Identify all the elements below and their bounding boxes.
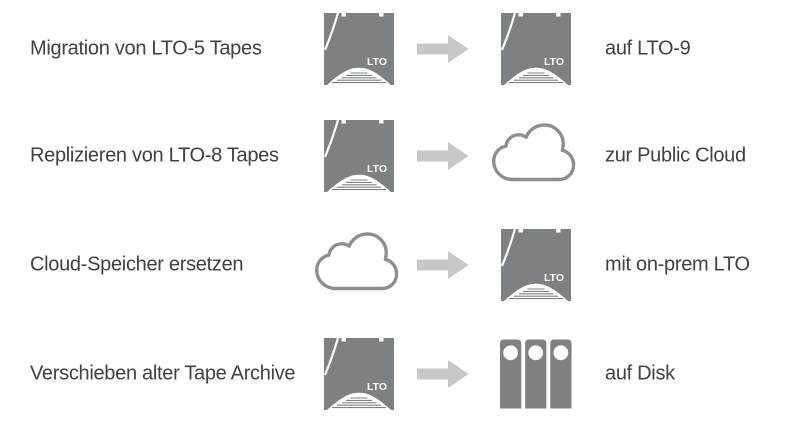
lto-tape-icon: LTO (323, 120, 395, 192)
lto-tape-icon: LTO (323, 13, 395, 85)
svg-text:LTO: LTO (367, 56, 387, 68)
migration-row-4: Verschieben alter Tape Archive LTO (0, 338, 800, 410)
migration-row-2: Replizieren von LTO-8 Tapes LTO (0, 120, 800, 192)
result-label: zur Public Cloud (605, 144, 746, 167)
lto-tape-icon: LTO (500, 229, 572, 301)
right-arrow-icon (417, 359, 469, 389)
svg-text:LTO: LTO (544, 272, 564, 284)
result-label: auf Disk (605, 362, 675, 385)
lto-tape-icon: LTO (500, 13, 572, 85)
migration-row-3: Cloud-Speicher ersetzen LTO (0, 229, 800, 301)
scenario-label: Verschieben alter Tape Archive (30, 362, 296, 385)
cloud-icon (492, 120, 576, 192)
lto-tape-icon: LTO (323, 338, 395, 410)
result-label: auf LTO-9 (605, 37, 691, 60)
scenario-label: Migration von LTO-5 Tapes (30, 37, 262, 60)
cloud-icon (315, 229, 399, 301)
disk-icon (500, 338, 572, 410)
result-label: mit on-prem LTO (605, 253, 750, 276)
scenario-label: Replizieren von LTO-8 Tapes (30, 144, 279, 167)
svg-text:LTO: LTO (367, 381, 387, 393)
right-arrow-icon (417, 34, 469, 64)
right-arrow-icon (417, 250, 469, 280)
scenario-label: Cloud-Speicher ersetzen (30, 253, 244, 276)
svg-text:LTO: LTO (544, 56, 564, 68)
svg-text:LTO: LTO (367, 163, 387, 175)
migration-row-1: Migration von LTO-5 Tapes LTO (0, 13, 800, 85)
right-arrow-icon (417, 141, 469, 171)
